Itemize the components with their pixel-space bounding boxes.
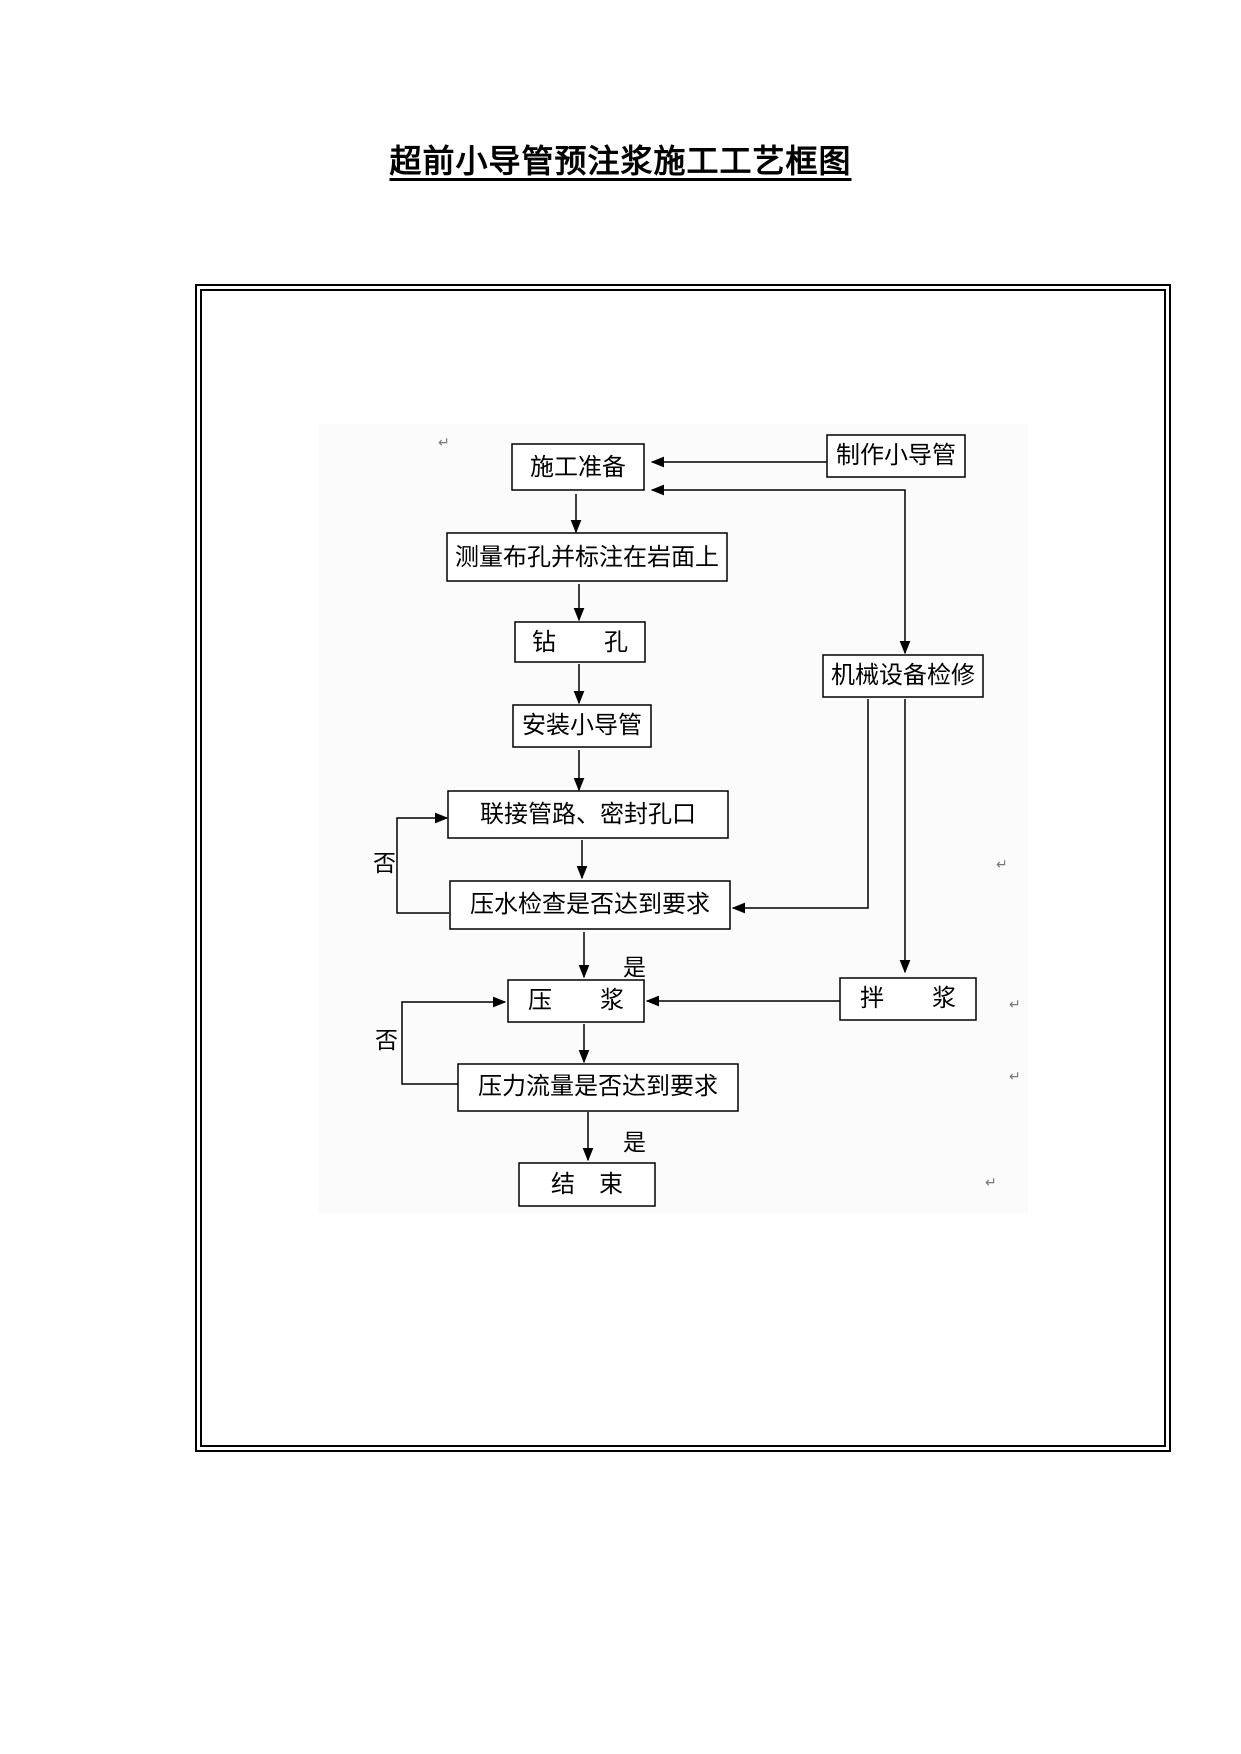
edge-water-test-no-loop	[396, 812, 449, 914]
node-end-label: 结 束	[551, 1170, 623, 1198]
diagram-frame-outer	[195, 284, 1171, 1452]
edge-prep-to-maintain	[650, 484, 911, 655]
paragraph-mark: ↵	[996, 857, 1008, 873]
node-mix: 拌 浆	[839, 977, 977, 1021]
node-mix-label: 拌 浆	[860, 984, 956, 1012]
node-prep-label: 施工准备	[530, 453, 626, 481]
node-make-pipe: 制作小导管	[826, 434, 966, 478]
page-title: 超前小导管预注浆施工工艺框图	[389, 142, 852, 180]
edge-pressure-check-no-loop	[401, 996, 507, 1085]
paragraph-mark: ↵	[1009, 997, 1021, 1013]
node-grout-label: 压 浆	[528, 986, 624, 1014]
label-yes-pressure-check: 是	[623, 1130, 646, 1156]
node-water-test: 压水检查是否达到要求	[449, 880, 731, 930]
node-grout: 压 浆	[507, 979, 645, 1023]
paragraph-mark: ↵	[438, 435, 450, 451]
label-yes-water-test: 是	[623, 955, 646, 981]
node-maintain-label: 机械设备检修	[831, 661, 975, 689]
paragraph-mark: ↵	[985, 1175, 997, 1191]
node-pressure-check: 压力流量是否达到要求	[457, 1063, 739, 1112]
node-install: 安装小导管	[512, 704, 652, 748]
label-no-water-test: 否	[373, 851, 396, 877]
diagram-frame-inner	[200, 289, 1166, 1447]
paragraph-mark: ↵	[1009, 1069, 1021, 1085]
node-maintain: 机械设备检修	[822, 654, 984, 698]
node-water-test-label: 压水检查是否达到要求	[470, 890, 710, 918]
node-pressure-check-label: 压力流量是否达到要求	[478, 1072, 718, 1100]
edge-maintain-to-water-test	[731, 699, 869, 914]
node-connect-label: 联接管路、密封孔口	[480, 800, 696, 828]
node-drill-label: 钻 孔	[532, 628, 628, 656]
node-drill: 钻 孔	[514, 621, 646, 663]
node-prep: 施工准备	[511, 443, 645, 491]
node-make-pipe-label: 制作小导管	[836, 441, 956, 469]
label-no-pressure-check: 否	[375, 1028, 398, 1054]
node-install-label: 安装小导管	[522, 711, 642, 739]
node-end: 结 束	[518, 1162, 656, 1207]
node-measure-label: 测量布孔并标注在岩面上	[455, 543, 719, 571]
node-connect: 联接管路、密封孔口	[447, 790, 729, 839]
node-measure: 测量布孔并标注在岩面上	[446, 532, 728, 582]
